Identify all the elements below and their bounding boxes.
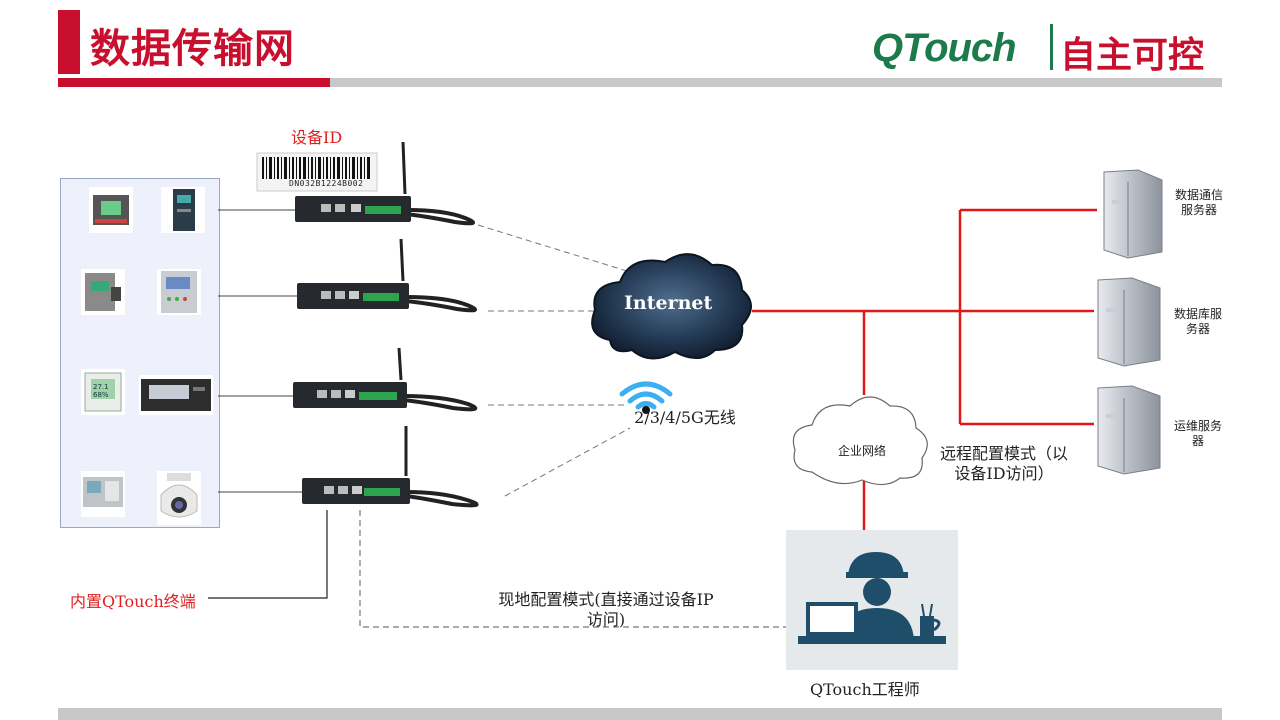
brand-logo-text: QTouch bbox=[872, 26, 1017, 70]
meter-device-image bbox=[89, 187, 133, 233]
footer-bar bbox=[58, 708, 1222, 720]
wireless-dashed-links bbox=[477, 224, 631, 497]
engineer-illustration bbox=[786, 530, 958, 670]
device-id-barcode bbox=[256, 152, 378, 192]
control-panel-image bbox=[139, 375, 213, 415]
brand-separator bbox=[1050, 24, 1053, 70]
gateway-3 bbox=[293, 347, 478, 412]
header-rule-red bbox=[58, 78, 330, 87]
title-accent-bar bbox=[58, 10, 80, 74]
page-title: 数据传输网 bbox=[90, 26, 295, 72]
plc-module-image bbox=[161, 187, 205, 233]
brand-slogan: 自主可控 bbox=[1060, 35, 1205, 76]
header-rule-gray bbox=[330, 78, 1222, 87]
gateway-1 bbox=[295, 141, 475, 226]
onsite-dashed-line bbox=[359, 510, 786, 628]
onsite-config-mode-label: 现地配置模式(直接通过设备IP访问) bbox=[498, 590, 714, 629]
remote-config-mode-label: 远程配置模式（以设备ID访问） bbox=[939, 444, 1068, 483]
server-label-database: 数据库服务器 bbox=[1173, 307, 1222, 336]
server-label-communication: 数据通信服务器 bbox=[1174, 188, 1223, 217]
io-controller-image bbox=[81, 471, 125, 517]
enterprise-network-cloud bbox=[792, 396, 928, 486]
barcode-number: DN032B1224B002 bbox=[289, 179, 364, 188]
internet-cloud bbox=[591, 253, 752, 360]
device-id-label: 设备ID bbox=[291, 128, 343, 147]
server-3 bbox=[1094, 382, 1166, 478]
internet-label: Internet bbox=[624, 292, 713, 314]
gateway-4 bbox=[302, 426, 479, 508]
protection-relay-image bbox=[157, 269, 201, 315]
server-1 bbox=[1102, 168, 1164, 260]
dome-camera-image bbox=[157, 471, 201, 525]
server-label-operations: 运维服务器 bbox=[1173, 419, 1222, 448]
server-network-lines bbox=[752, 208, 1097, 530]
gateway-2 bbox=[297, 238, 477, 313]
builtin-terminal-label: 内置QTouch终端 bbox=[70, 592, 196, 611]
server-2 bbox=[1094, 274, 1166, 367]
wireless-label: 2/3/4/5G无线 bbox=[634, 408, 736, 427]
wifi-icon bbox=[619, 381, 673, 414]
svg-text:68%: 68% bbox=[93, 391, 109, 399]
breaker-device-image bbox=[81, 269, 125, 315]
engineer-label: QTouch工程师 bbox=[810, 680, 920, 699]
enterprise-network-label: 企业网络 bbox=[837, 444, 886, 458]
device-connector-lines bbox=[218, 209, 302, 493]
svg-text:27.1: 27.1 bbox=[93, 383, 109, 391]
terminal-pointer-line bbox=[208, 510, 328, 599]
